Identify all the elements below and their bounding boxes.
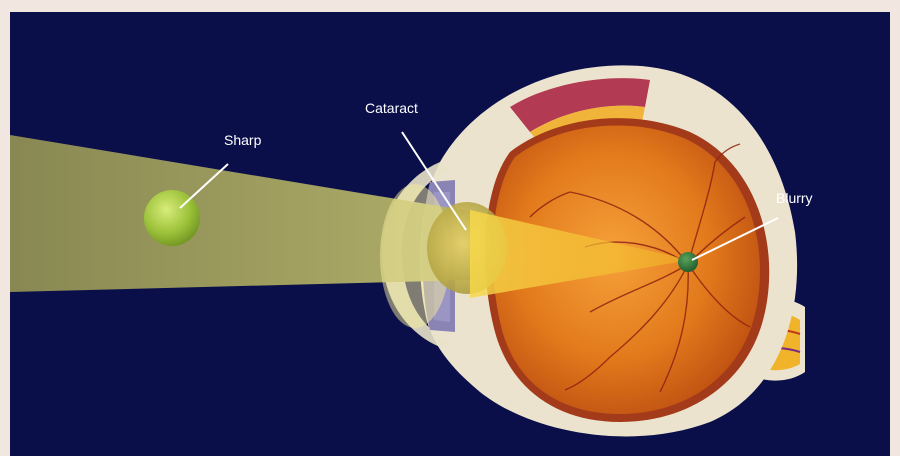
green-dot-icon (678, 252, 698, 272)
eye-illustration (10, 12, 890, 456)
cataract-label: Cataract (365, 100, 418, 116)
sharp-label: Sharp (224, 132, 261, 148)
blurry-label: Blurry (776, 190, 813, 206)
eye-cataract-diagram: Sharp Cataract Blurry (10, 12, 890, 456)
